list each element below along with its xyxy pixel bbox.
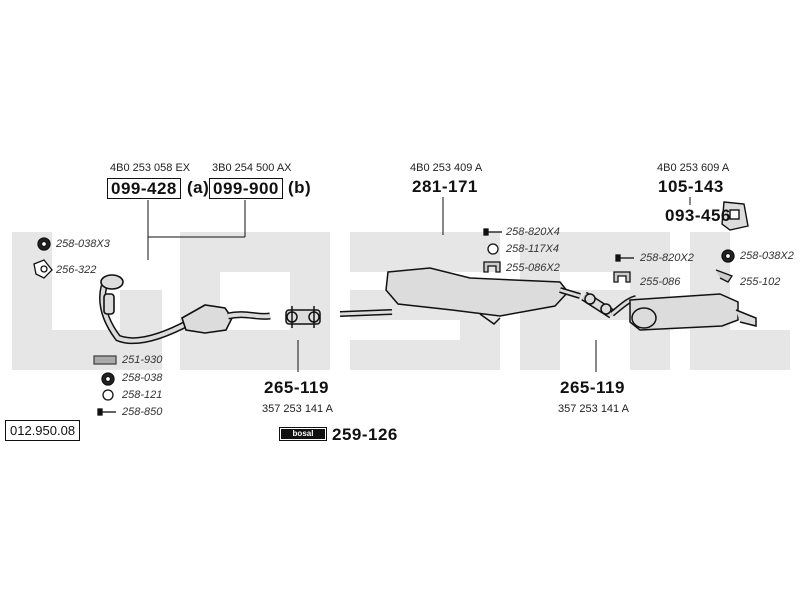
small-part-code: 258-038	[122, 372, 163, 384]
front-pipe-a-oem: 4B0 253 058 EX	[110, 162, 191, 174]
bolt-icon	[615, 254, 634, 262]
small-part-code: 258-117X4	[506, 243, 560, 255]
bolt-icon	[483, 228, 502, 236]
front-pipe-catalyst	[99, 274, 271, 345]
clamp-left-part-number: 265-119	[264, 378, 329, 397]
rubber-hanger-icon	[483, 261, 501, 273]
small-part-icons	[33, 228, 735, 416]
middle-silencer-oem: 4B0 253 409 A	[410, 162, 483, 174]
small-part-code: 256-322	[56, 264, 97, 276]
small-part-code: 255-086X2	[506, 262, 560, 274]
front-pipe-b-part: 099-900	[209, 178, 283, 199]
rear-silencer-part	[610, 293, 757, 331]
clamp-right-part	[581, 291, 615, 319]
o-ring-icon	[102, 389, 114, 401]
small-part-code: 251-930	[122, 354, 163, 366]
small-part-code: 255-102	[740, 276, 781, 288]
small-part-code: 258-038X3	[56, 238, 110, 250]
front-pipe-a-suffix: (a)	[187, 178, 210, 197]
clamp-left-oem: 357 253 141 A	[262, 403, 333, 415]
small-part-code: 258-121	[122, 389, 163, 401]
spring-icon	[93, 355, 117, 365]
small-part-code: 258-038X2	[740, 250, 794, 262]
rubber-hanger-icon	[613, 271, 631, 283]
bracket-part	[721, 201, 749, 231]
middle-silencer-part	[339, 267, 581, 325]
small-part-code: 258-850	[122, 406, 163, 418]
o-ring-icon	[487, 243, 499, 255]
triangle-gasket-icon	[33, 259, 53, 279]
assembly-kit-part: 259-126	[332, 425, 398, 444]
clamp-right-part-number: 265-119	[560, 378, 625, 397]
clamp-left-part	[285, 306, 321, 328]
middle-silencer-part: 281-171	[412, 177, 478, 196]
rubber-ring-icon	[721, 249, 735, 263]
rear-silencer-part: 105-143	[658, 177, 724, 196]
rubber-ring-icon	[37, 237, 51, 251]
hanger-bracket-icon	[715, 269, 733, 283]
front-pipe-b-suffix: (b)	[288, 178, 312, 197]
rubber-ring-icon	[101, 372, 115, 386]
small-part-code: 255-086	[640, 276, 681, 288]
watermark	[12, 232, 790, 370]
leader-lines	[147, 197, 691, 372]
rear-bracket-part: 093-456	[665, 206, 731, 225]
bosal-badge: bosal	[279, 427, 327, 441]
bosal-badge-text: bosal	[281, 429, 325, 439]
clamp-right-oem: 357 253 141 A	[558, 403, 629, 415]
rear-silencer-oem: 4B0 253 609 A	[657, 162, 730, 174]
front-pipe-a-part: 099-428	[107, 178, 181, 199]
diagram-reference-number: 012.950.08	[5, 420, 81, 441]
front-pipe-b-oem: 3B0 254 500 AX	[212, 162, 292, 174]
small-part-code: 258-820X4	[506, 226, 560, 238]
bolt-icon	[97, 408, 116, 416]
small-part-code: 258-820X2	[640, 252, 694, 264]
